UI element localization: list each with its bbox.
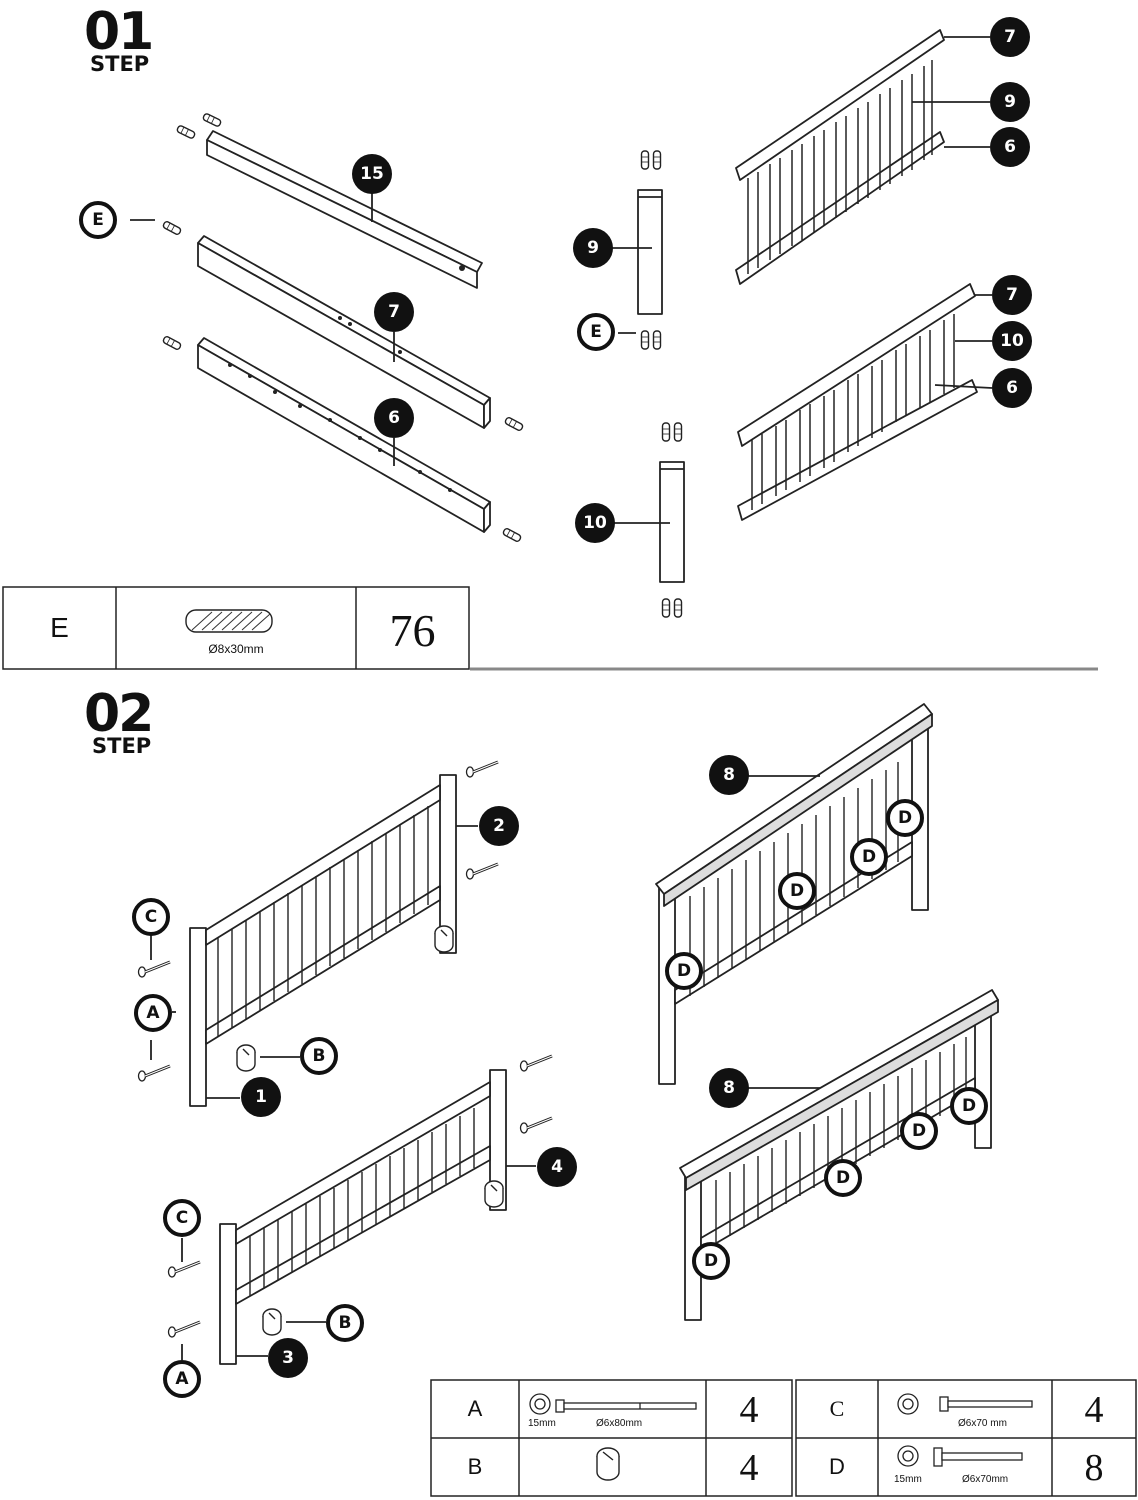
step2-label: STEP bbox=[92, 734, 152, 758]
step2-number: 02 bbox=[84, 684, 154, 744]
hardware-e-letter: E bbox=[50, 612, 69, 643]
callout-hardware-c: C bbox=[163, 1199, 201, 1237]
hardware-c-qty: 4 bbox=[1084, 1389, 1104, 1431]
callout-hardware-a: A bbox=[134, 994, 172, 1032]
callout-part: 6 bbox=[374, 398, 414, 438]
callout-part: 6 bbox=[990, 127, 1030, 167]
step1-hardware-table-frame bbox=[2, 586, 1098, 671]
hardware-b-qty: 4 bbox=[739, 1447, 759, 1489]
callout-part: 15 bbox=[352, 154, 392, 194]
hardware-c-dim2: Ø6x70 mm bbox=[958, 1418, 1007, 1429]
callout-part: 2 bbox=[479, 806, 519, 846]
callout-hardware-d: D bbox=[886, 799, 924, 837]
callout-hardware-e: E bbox=[577, 313, 615, 351]
step1-label: STEP bbox=[90, 52, 150, 76]
callout-part: 9 bbox=[990, 82, 1030, 122]
callout-hardware-a: A bbox=[163, 1360, 201, 1398]
callout-part: 8 bbox=[709, 1068, 749, 1108]
callout-part: 4 bbox=[537, 1147, 577, 1187]
bolt-a-icon bbox=[529, 1393, 697, 1415]
hardware-d-letter: D bbox=[829, 1454, 845, 1479]
callout-hardware-d: D bbox=[778, 872, 816, 910]
callout-hardware-d: D bbox=[950, 1087, 988, 1125]
hardware-a-dim2: Ø6x80mm bbox=[596, 1418, 643, 1429]
hardware-e-size: Ø8x30mm bbox=[208, 642, 264, 656]
callout-hardware-b: B bbox=[300, 1037, 338, 1075]
hardware-d-dim2: Ø6x70mm bbox=[962, 1474, 1009, 1485]
callout-part: 7 bbox=[374, 292, 414, 332]
step1-drawing bbox=[130, 29, 993, 618]
callout-part: 1 bbox=[241, 1077, 281, 1117]
callout-part: 10 bbox=[575, 503, 615, 543]
callout-part: 7 bbox=[992, 275, 1032, 315]
callout-part: 6 bbox=[992, 368, 1032, 408]
hardware-a-qty: 4 bbox=[739, 1389, 759, 1431]
callout-hardware-e: E bbox=[79, 201, 117, 239]
callout-hardware-c: C bbox=[132, 898, 170, 936]
bolt-d-icon bbox=[897, 1445, 1023, 1467]
step1-number: 01 bbox=[84, 2, 154, 62]
callout-hardware-d: D bbox=[900, 1112, 938, 1150]
callout-part: 3 bbox=[268, 1338, 308, 1378]
callout-part: 10 bbox=[992, 321, 1032, 361]
callout-hardware-d: D bbox=[665, 952, 703, 990]
callout-hardware-d: D bbox=[824, 1159, 862, 1197]
callout-part: 9 bbox=[573, 228, 613, 268]
callout-hardware-d: D bbox=[850, 838, 888, 876]
step2-hardware-table-frame bbox=[430, 1379, 1137, 1497]
hardware-a-letter: A bbox=[467, 1396, 483, 1421]
hardware-d-dim1: 15mm bbox=[894, 1474, 922, 1485]
callout-part: 7 bbox=[990, 17, 1030, 57]
dowel-e-icon bbox=[185, 609, 273, 633]
hardware-d-qty: 8 bbox=[1084, 1447, 1104, 1489]
bolt-c-icon bbox=[897, 1393, 1033, 1415]
barrel-nut-b-icon bbox=[596, 1447, 620, 1481]
callout-part: 8 bbox=[709, 755, 749, 795]
callout-hardware-d: D bbox=[692, 1242, 730, 1280]
hardware-e-qty: 76 bbox=[389, 605, 436, 656]
hardware-a-dim1: 15mm bbox=[528, 1418, 556, 1429]
step2-drawing bbox=[137, 703, 999, 1365]
hardware-b-letter: B bbox=[467, 1454, 483, 1479]
callout-hardware-b: B bbox=[326, 1304, 364, 1342]
hardware-c-letter: C bbox=[829, 1396, 845, 1421]
